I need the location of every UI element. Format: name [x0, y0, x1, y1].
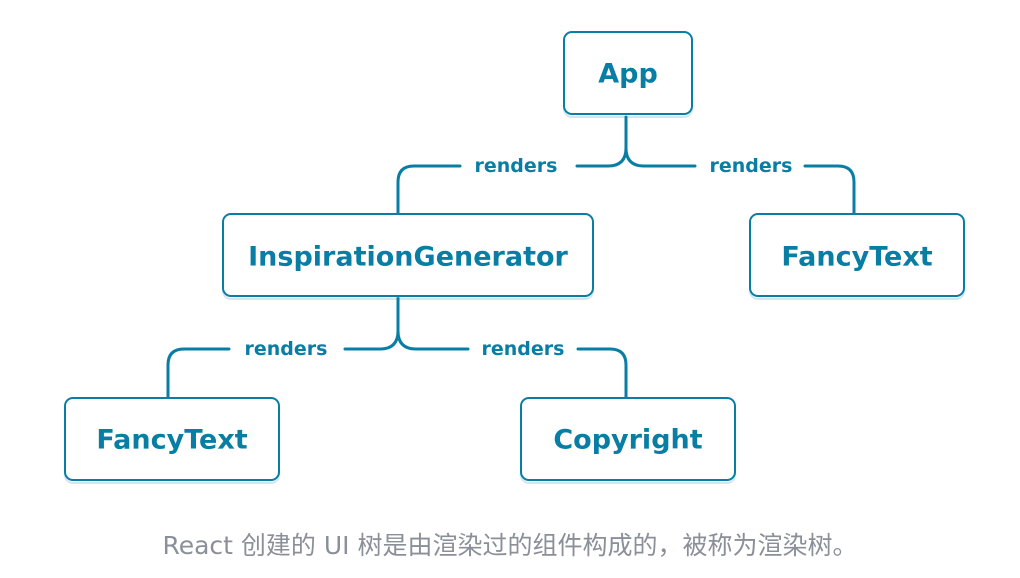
edge-inspiration-copyright [396, 329, 628, 400]
edge-label-inspiration-copyright: renders [482, 338, 565, 360]
node-fancytext-bottom: FancyText [64, 397, 280, 484]
node-fancytext-bottom-label: FancyText [96, 425, 247, 456]
edge-label-inspiration-fancytext: renders [245, 338, 328, 360]
edge-app-fancytext [624, 146, 856, 216]
node-app: App [563, 31, 693, 118]
node-fancytext-top-label: FancyText [781, 242, 932, 273]
node-fancytext-top: FancyText [749, 213, 965, 300]
edge-label-app-inspiration: renders [475, 155, 558, 177]
node-inspiration-generator-label: InspirationGenerator [248, 242, 568, 273]
node-app-label: App [598, 59, 658, 90]
figure-caption: React 创建的 UI 树是由渲染过的组件构成的，被称为渲染树。 [162, 531, 858, 560]
node-copyright-label: Copyright [553, 425, 702, 456]
node-inspiration-generator: InspirationGenerator [222, 213, 594, 300]
node-copyright: Copyright [520, 397, 736, 484]
edge-label-app-fancytext: renders [710, 155, 793, 177]
